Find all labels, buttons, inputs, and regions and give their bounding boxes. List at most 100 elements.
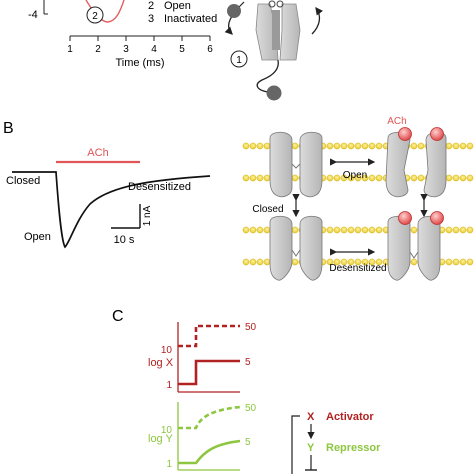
panel-a-x-label: Time (ms)	[115, 57, 164, 69]
x-tick: 5	[179, 44, 185, 55]
log-x-end-5: 5	[245, 357, 251, 368]
lipid-head	[466, 226, 474, 234]
legend-bracket	[291, 415, 300, 474]
lipid-head	[256, 174, 264, 182]
legend-num-open: 2	[148, 0, 154, 12]
lipid-head	[242, 258, 250, 266]
transition-open-label: Open	[343, 170, 367, 181]
log-x-plot: 10 1 log X 50 5	[148, 322, 257, 393]
lipid-head	[375, 142, 383, 150]
channel-protein-right	[279, 3, 301, 61]
log-y-tick-10: 10	[161, 425, 173, 436]
transition-closed-label: Closed	[252, 204, 283, 215]
regulation-legend: X Activator Y Repressor	[291, 411, 381, 474]
log-y-end-50: 50	[245, 403, 257, 414]
receptor-closed-lower	[269, 215, 323, 281]
x-tick: 4	[151, 44, 157, 55]
log-x-label: log X	[148, 357, 174, 369]
ach-molecule-icon	[430, 211, 444, 225]
legend-inactivated: Inactivated	[164, 13, 217, 25]
lipid-head	[361, 258, 369, 266]
lipid-head	[459, 142, 467, 150]
lipid-head	[368, 174, 376, 182]
channel-state-marker-1-label: 1	[236, 55, 242, 66]
scale-bar: 1 nA 10 s	[111, 204, 153, 246]
lipid-head	[333, 174, 341, 182]
lipid-head	[452, 174, 460, 182]
lipid-head	[333, 226, 341, 234]
lipid-head	[347, 226, 355, 234]
lipid-head	[291, 142, 299, 150]
lipid-head	[354, 142, 362, 150]
lipid-head	[263, 226, 271, 234]
lipid-head	[354, 258, 362, 266]
lipid-head	[417, 142, 425, 150]
lipid-head	[249, 258, 257, 266]
lipid-head	[417, 174, 425, 182]
panel-a-y-tick: -4	[28, 9, 38, 21]
x-tick: 6	[207, 44, 213, 55]
lipid-head	[326, 174, 334, 182]
panel-a-state-marker-2-label: 2	[92, 11, 98, 22]
lipid-head	[256, 142, 264, 150]
lipid-head	[466, 174, 474, 182]
log-y-trace-50	[178, 405, 241, 430]
lipid-head	[333, 142, 341, 150]
lipid-head	[466, 258, 474, 266]
ach-molecule-icon	[398, 127, 412, 141]
lipid-head	[361, 174, 369, 182]
log-x-trace-5	[178, 359, 240, 386]
lipid-head	[347, 258, 355, 266]
channel-cycle-diagram: 1	[224, 0, 324, 101]
log-y-trace-5	[178, 439, 241, 465]
legend-repressor-text: Repressor	[326, 442, 381, 454]
lipid-head	[326, 226, 334, 234]
lipid-head	[326, 142, 334, 150]
ach-stimulus-label: ACh	[87, 147, 108, 159]
lipid-head	[466, 142, 474, 150]
voltage-sensor-icon	[268, 0, 276, 8]
x-tick: 1	[67, 44, 73, 55]
lipid-head	[263, 258, 271, 266]
ach-molecule-icon	[398, 211, 412, 225]
log-x-tick-10: 10	[161, 345, 173, 356]
ach-diagram-label: ACh	[387, 116, 406, 127]
inactivation-ball-icon	[227, 4, 241, 18]
lipid-head	[452, 258, 460, 266]
lipid-head	[256, 226, 264, 234]
lipid-head	[445, 174, 453, 182]
lipid-head	[291, 258, 299, 266]
legend-open: Open	[164, 0, 191, 12]
panel-c-letter: C	[112, 308, 124, 325]
channel-pore	[272, 10, 280, 50]
log-x-trace-50	[178, 324, 240, 348]
lipid-head	[375, 174, 383, 182]
lipid-head	[263, 142, 271, 150]
cycle-arrow	[311, 6, 324, 35]
lipid-head	[340, 258, 348, 266]
log-y-label: log Y	[148, 433, 174, 445]
receptor-desensitized	[387, 211, 444, 281]
transition-desensitized-label: Desensitized	[329, 263, 386, 274]
ach-current-trace	[12, 171, 211, 249]
scale-time-label: 10 s	[114, 234, 135, 246]
lipid-head	[249, 174, 257, 182]
log-y-end-5: 5	[245, 437, 251, 448]
lipid-head	[452, 226, 460, 234]
lipid-head	[347, 142, 355, 150]
lipid-head	[410, 226, 418, 234]
lipid-head	[340, 174, 348, 182]
lipid-head	[340, 226, 348, 234]
lipid-head	[326, 258, 334, 266]
scale-current-label: 1 nA	[142, 205, 153, 226]
ach-molecule-icon	[430, 127, 444, 141]
lipid-head	[263, 174, 271, 182]
lipid-head	[368, 226, 376, 234]
lipid-head	[452, 142, 460, 150]
log-y-plot: 10 1 log Y 50 5	[148, 402, 257, 471]
lipid-head	[340, 142, 348, 150]
log-x-tick-1: 1	[166, 380, 172, 391]
x-tick: 2	[95, 44, 101, 55]
lipid-head	[445, 142, 453, 150]
